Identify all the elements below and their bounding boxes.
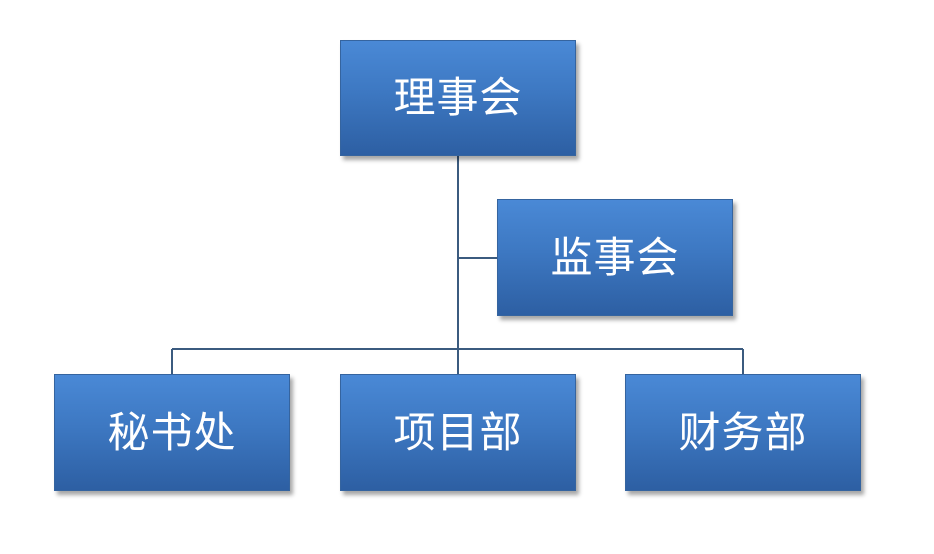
node-supervisory-label: 监事会: [550, 232, 680, 282]
node-project-label: 项目部: [393, 407, 523, 457]
node-finance-department: 财务部: [625, 374, 861, 491]
node-board-of-supervisors: 监事会: [497, 199, 733, 316]
node-secretariat: 秘书处: [54, 374, 290, 491]
node-secretariat-label: 秘书处: [107, 407, 237, 457]
node-board-label: 理事会: [393, 73, 523, 122]
node-finance-label: 财务部: [678, 407, 808, 457]
node-board-of-directors: 理事会: [340, 40, 576, 156]
node-project-department: 项目部: [340, 374, 576, 491]
